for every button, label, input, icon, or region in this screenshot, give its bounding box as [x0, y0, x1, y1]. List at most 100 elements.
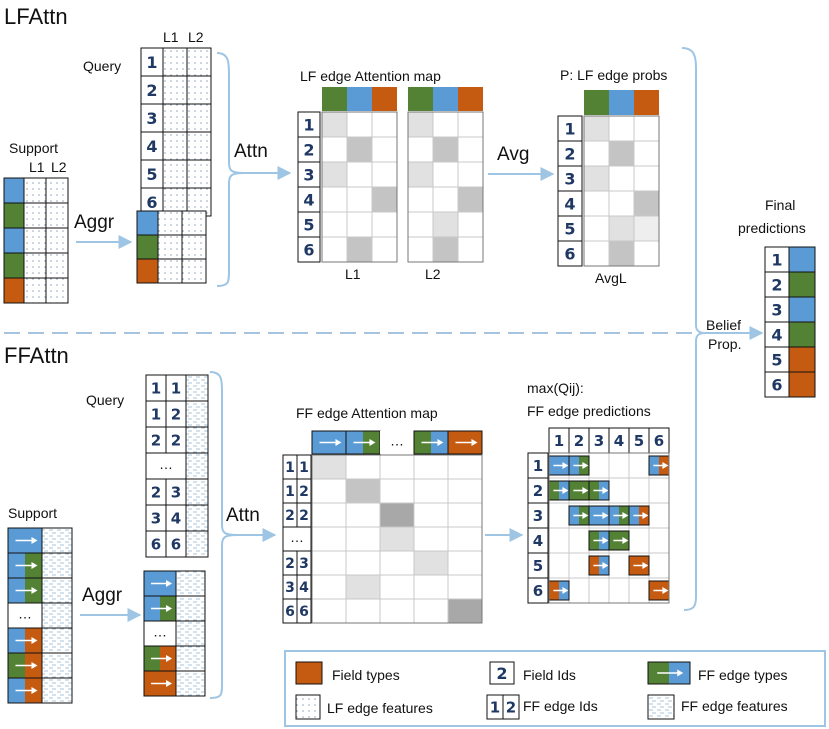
lf-map-l1-attn-cell [346, 111, 373, 138]
ff-pred-col-id-6: 6 [654, 432, 664, 450]
lf-probs-row-id-6: 6 [564, 245, 575, 264]
lf-map-l1-attn-cell [346, 236, 373, 263]
lf-map-l1-border [321, 111, 398, 263]
lf-map-l1-attn-cell [321, 186, 348, 213]
lf-probs-row-id-2-cell [557, 140, 583, 167]
ff-query-id-b: 2 [171, 405, 181, 423]
legend-ff-edge-ids: FF edge Ids [523, 698, 598, 714]
lf-probs-cell [633, 115, 660, 142]
ff-pred-empty-cell [628, 477, 650, 504]
lf-query-l1-label: L1 [163, 29, 179, 45]
lf-support-l2-feature [45, 177, 69, 204]
ff-query-feature [185, 478, 209, 506]
ff-support-edge-type-arrow-head [31, 687, 38, 694]
ff-pred-edge-type [588, 530, 610, 551]
lf-probs-cell [583, 165, 610, 192]
ff-map-border [311, 454, 483, 624]
ff-pred-edge-type [628, 505, 650, 526]
ff-pred-edge-type-arrow-head [562, 462, 569, 469]
ff-map-attn-cell [311, 574, 347, 600]
final-pred-id-3: 3 [771, 301, 782, 320]
lf-probs-cell [583, 115, 610, 142]
ff-pred-empty-cell [568, 552, 590, 579]
ff-support-edge-type-arrow-head [31, 562, 38, 569]
lf-map-l2-attn-cell [457, 136, 484, 163]
ff-pred-edge-type [648, 580, 670, 601]
lf-probs-cell [583, 240, 610, 267]
lf-support-field-type [3, 177, 25, 204]
legend-ff-edge-type-swatch [647, 661, 691, 685]
ff-map-attn-cell [413, 526, 449, 552]
ff-support-feature [41, 602, 73, 629]
lf-query-l2-feature [186, 103, 212, 133]
ff-map-attn-cell [447, 478, 483, 504]
ff-map-col-edge-type-arrow-head [437, 439, 444, 446]
lf-support-l2-feature [45, 202, 69, 229]
lf-map-l2-col-type [408, 87, 433, 111]
ff-pred-empty-cell [648, 527, 670, 554]
ff-query-id-b: 4 [171, 509, 181, 527]
ff-pred-edge-type-border [568, 455, 590, 476]
ff-pred-col-id-5: 5 [634, 432, 644, 450]
lf-map-l2-label: L2 [425, 266, 441, 282]
ff-pred-edge-type-arrow-head [602, 512, 609, 519]
ff-map-attn-cell [379, 502, 415, 528]
lf-avg-label: Avg [497, 144, 529, 165]
ff-pred-border [548, 452, 670, 604]
final-pred-id-2: 2 [771, 276, 782, 295]
lf-probs-row-id-4-cell [557, 190, 583, 217]
lf-query-l2-feature [186, 47, 212, 77]
lf-map-row-id-2: 2 [303, 141, 314, 160]
final-pred-field-type [788, 371, 816, 398]
ff-map-attn-cell [413, 598, 449, 624]
ff-aggr-edge-type [143, 645, 177, 672]
ff-map-col-edge-type-arrow-head [471, 439, 478, 446]
lf-support-l1-feature [23, 227, 47, 254]
ff-support-feature [41, 677, 73, 704]
ff-support-edge-type-arrow-head [31, 637, 38, 644]
lf-map-title: LF edge Attention map [300, 68, 441, 84]
lf-probs-row-id-2: 2 [564, 145, 575, 164]
ff-map-row-id-b: 1 [299, 460, 309, 476]
ff-pred-empty-cell [548, 502, 570, 529]
ff-support-label: Support [8, 505, 57, 521]
lf-map-l2-attn-cell [407, 186, 434, 213]
ff-pred-empty-cell [648, 502, 670, 529]
lf-support-l1-feature [23, 277, 47, 304]
ff-map-col-edge-type [311, 430, 347, 455]
lf-support-label: Support [9, 140, 58, 156]
lf-probs-border [583, 115, 660, 267]
lf-probs-cell [583, 190, 610, 217]
ff-support-edge-type [7, 552, 43, 579]
ff-pred-edge-type [588, 505, 610, 526]
ff-map-attn-cell [345, 598, 381, 624]
ff-aggr-ellipsis: … [153, 624, 167, 640]
lf-map-l1-attn-cell [321, 211, 348, 238]
legend-ff-edge-id-a: 1 [490, 698, 500, 716]
lf-probs-row-id-5: 5 [564, 220, 575, 239]
lf-title: LFAttn [4, 4, 68, 29]
ff-pred-empty-cell [588, 452, 610, 479]
ff-map-attn-cell [379, 454, 415, 480]
ff-map-attn-cell [447, 598, 483, 624]
ff-map-row-id-b: 6 [299, 604, 309, 620]
lf-map-l2-attn-cell [407, 136, 434, 163]
ff-support-edge-type [7, 627, 43, 654]
lf-attn-label: Attn [234, 141, 268, 162]
ff-map-attn-cell [413, 502, 449, 528]
ff-pred-edge-type [568, 455, 590, 476]
ff-map-attn-cell [379, 598, 415, 624]
lf-map-l2-attn-cell [457, 186, 484, 213]
ff-aggr-feature [175, 645, 206, 672]
lf-query-label: Query [83, 58, 121, 74]
lf-query-id-2: 2 [146, 81, 157, 100]
ff-pred-empty-cell [608, 477, 630, 504]
lf-probs-cell [608, 165, 635, 192]
ff-aggr-edge-type-arrow-head [166, 580, 173, 587]
legend-field-types: Field types [332, 667, 400, 683]
ff-map-attn-cell [413, 454, 449, 480]
